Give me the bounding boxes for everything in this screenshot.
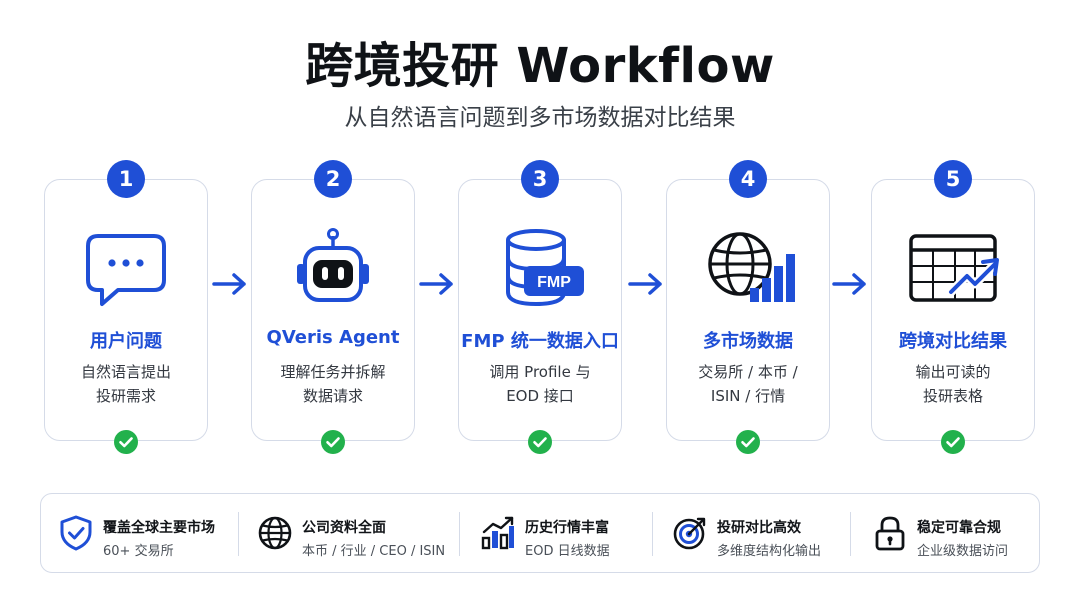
step-card-comparison: 5 跨境对比结果 输出可读的 投研表格	[871, 160, 1035, 454]
flow-arrow-icon	[417, 270, 457, 298]
step-desc-line: EOD 接口	[506, 387, 574, 405]
step-description: 自然语言提出 投研需求	[45, 360, 207, 408]
feature-title: 历史行情丰富	[525, 520, 609, 536]
table-chart-icon	[903, 226, 1003, 312]
flow-arrow-icon	[210, 270, 250, 298]
feature-subtitle: EOD 日线数据	[525, 544, 610, 559]
step-title: 多市场数据	[703, 331, 793, 352]
globe-icon	[256, 514, 294, 552]
step-card-fmp: 3 FMP FMP 统一数据入口 调用 Profile 与 EOD 接口	[458, 160, 622, 454]
feature-subtitle: 本币 / 行业 / CEO / ISIN	[302, 544, 446, 559]
feature-title: 稳定可靠合规	[917, 520, 1001, 536]
step-description: 交易所 / 本币 / ISIN / 行情	[667, 360, 829, 408]
step-card-multi-market: 4 多市场数据 交易所 / 本币 / ISIN / 行情	[666, 160, 830, 454]
step-number: 4	[729, 160, 767, 198]
step-card-user-question: 1 用户问题 自然语言提出 投研需求	[44, 160, 208, 454]
step-desc-line: 交易所 / 本币 /	[698, 363, 798, 381]
feature-title: 覆盖全球主要市场	[103, 520, 215, 536]
step-desc-line: 理解任务并拆解	[280, 363, 386, 381]
chat-bubble-icon	[76, 226, 176, 312]
page-subtitle: 从自然语言问题到多市场数据对比结果	[344, 105, 736, 131]
feature-divider	[459, 512, 460, 556]
page-title: 跨境投研 Workflow	[305, 38, 775, 94]
step-description: 输出可读的 投研表格	[872, 360, 1034, 408]
step-title: QVeris Agent	[266, 327, 400, 348]
step-desc-line: 调用 Profile 与	[489, 363, 591, 381]
flow-arrow-icon	[626, 270, 666, 298]
step-card-agent: 2 QVeris Agent 理解任务并拆解 数据请求	[251, 160, 415, 454]
step-number: 3	[521, 160, 559, 198]
step-desc-line: 投研表格	[922, 387, 983, 405]
step-desc-line: ISIN / 行情	[710, 387, 786, 405]
feature-divider	[652, 512, 653, 556]
step-desc-line: 输出可读的	[915, 363, 991, 381]
shield-check-icon	[57, 514, 95, 552]
step-number: 1	[107, 160, 145, 198]
feature-title: 投研对比高效	[717, 520, 801, 536]
step-number: 5	[934, 160, 972, 198]
step-description: 理解任务并拆解 数据请求	[252, 360, 414, 408]
check-icon	[528, 430, 552, 454]
step-desc-line: 数据请求	[302, 387, 363, 405]
check-icon	[736, 430, 760, 454]
check-icon	[114, 430, 138, 454]
feature-subtitle: 企业级数据访问	[917, 544, 1009, 559]
step-title: 用户问题	[90, 331, 162, 352]
target-icon	[671, 514, 709, 552]
feature-title: 公司资料全面	[302, 520, 386, 536]
bar-chart-icon	[479, 514, 517, 552]
lock-icon	[871, 514, 909, 552]
feature-subtitle: 多维度结构化输出	[717, 544, 822, 559]
step-number: 2	[314, 160, 352, 198]
step-desc-line: 投研需求	[95, 387, 156, 405]
step-title: FMP 统一数据入口	[461, 331, 619, 352]
feature-subtitle: 60+ 交易所	[103, 544, 174, 559]
step-title: 跨境对比结果	[899, 331, 1007, 352]
feature-divider	[850, 512, 851, 556]
check-icon	[941, 430, 965, 454]
globe-chart-icon	[698, 226, 798, 312]
step-desc-line: 自然语言提出	[80, 363, 171, 381]
feature-strip: 覆盖全球主要市场 60+ 交易所 公司资料全面 本币 / 行业 / CEO / …	[40, 493, 1040, 573]
flow-arrow-icon	[830, 270, 870, 298]
fmp-badge-text: FMP	[537, 274, 571, 291]
robot-icon	[283, 226, 383, 312]
database-icon: FMP	[490, 226, 590, 312]
step-description: 调用 Profile 与 EOD 接口	[459, 360, 621, 408]
feature-divider	[238, 512, 239, 556]
check-icon	[321, 430, 345, 454]
